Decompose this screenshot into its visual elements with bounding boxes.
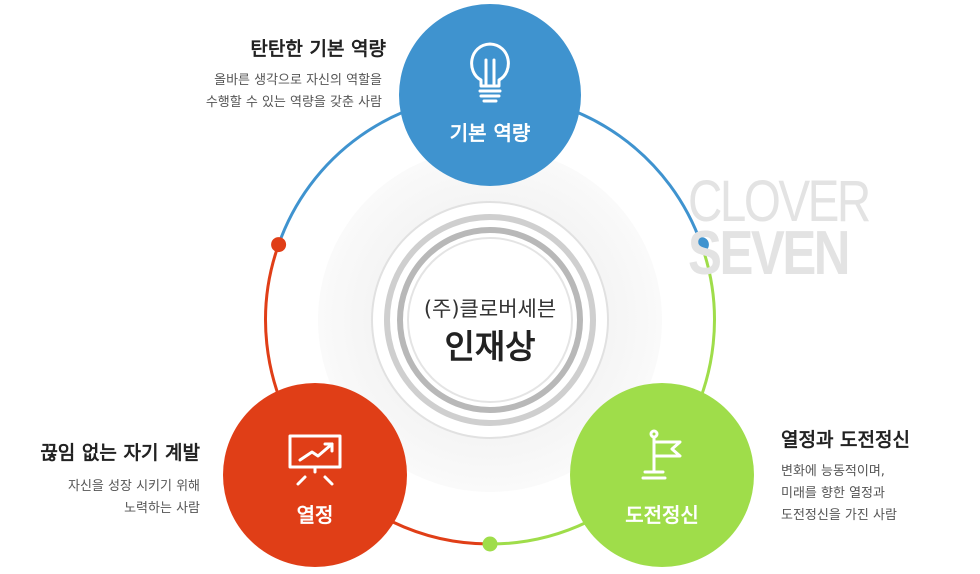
ring-dot-red [271,237,287,253]
challenge-desc-title: 열정과 도전정신 [781,429,910,451]
basic-desc-body: 올바른 생각으로 자신의 역할을 수행할 수 있는 역량을 갖춘 사람 [206,70,382,114]
challenge-desc-line: 미래를 향한 열정과 [781,486,885,501]
basic-desc-title: 탄탄한 기본 역량 [250,38,386,60]
passion-desc-title: 끊임 없는 자기 계발 [40,442,200,464]
ring-dot-blue [693,237,709,253]
challenge-desc-line: 도전정신을 가진 사람 [781,508,897,523]
watermark-line1: CLOVER [688,169,871,234]
watermark: CLOVER SEVEN [688,169,871,288]
node-challenge: 도전정신 [570,383,754,567]
ring-dot-green [482,536,498,552]
passion-desc-line: 노력하는 사람 [124,501,200,516]
presentation-chart-icon [288,434,342,486]
node-challenge-label: 도전정신 [625,503,699,527]
passion-desc-line: 자신을 성장 시키기 위해 [68,479,200,494]
watermark-line2: SEVEN [688,219,851,288]
node-passion-circle [223,383,407,567]
center-subtitle: (주)클로버세븐 [424,297,556,321]
node-basic: 기본 역량 [399,4,581,186]
lightbulb-icon [470,42,510,103]
basic-desc-line: 올바른 생각으로 자신의 역할을 [214,73,382,88]
basic-desc-line: 수행할 수 있는 역량을 갖춘 사람 [205,95,382,110]
node-passion-label: 열정 [297,503,334,527]
node-passion: 열정 [223,383,407,567]
node-challenge-circle [570,383,754,567]
passion-desc-body: 자신을 성장 시키기 위해 노력하는 사람 [68,476,200,520]
center-title: 인재상 [444,327,535,366]
flag-icon [641,429,682,480]
center-core [407,237,573,403]
challenge-desc-body: 변화에 능동적이며, 미래를 향한 열정과 도전정신을 가진 사람 [781,461,897,527]
node-basic-label: 기본 역량 [450,121,531,145]
challenge-desc-line: 변화에 능동적이며, [781,464,885,479]
